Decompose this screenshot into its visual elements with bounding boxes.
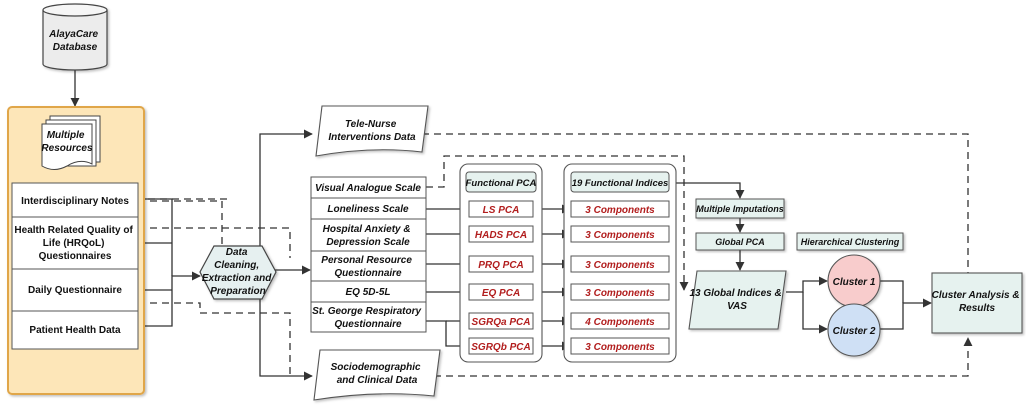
dashed-lines	[138, 133, 973, 377]
pca-box-ls	[468, 200, 534, 218]
scale-hads	[310, 218, 427, 252]
pca-label-3: EQ PCA	[482, 288, 520, 299]
global-indices-parallelogram	[688, 270, 787, 330]
pca-label-4: SGRQa PCA	[472, 317, 531, 328]
cluster-2	[827, 303, 881, 357]
scale-label-5: St. George Respiratory Questionnaire	[312, 306, 424, 330]
component-label-0: 3 Components	[585, 205, 655, 216]
source-list	[11, 182, 139, 350]
component-label-4: 4 Components	[584, 317, 655, 328]
scales-list	[310, 176, 427, 333]
source-patient-health-data	[11, 310, 139, 350]
telenurse-label: Tele-Nurse Interventions Data	[328, 119, 416, 143]
source-interdisciplinary-notes	[11, 182, 139, 218]
scale-label-0: Visual Analogue Scale	[315, 183, 421, 194]
global-indices-label: 13 Global Indices & VAS	[689, 288, 784, 312]
functional-pca-title: Functional PCA	[466, 178, 537, 189]
scale-prq	[310, 250, 427, 282]
component-box-1	[570, 225, 670, 243]
pca-label-0: LS PCA	[483, 205, 520, 216]
hierarchical-clustering-box	[796, 232, 904, 251]
component-label-3: 3 Components	[585, 288, 655, 299]
source-label-2: Daily Questionnaire	[28, 285, 122, 296]
global-pca-box	[695, 232, 785, 251]
cluster-1-label: Cluster 1	[833, 277, 876, 288]
component-box-3	[570, 283, 670, 301]
functional-pca-header	[465, 171, 537, 193]
sociodemo-label: Sociodemographic and Clinical Data	[331, 362, 424, 386]
multiple-imputations-label: Multiple Imputations	[696, 204, 784, 214]
component-box-5	[570, 337, 670, 355]
scale-label-2: Hospital Anxiety & Depression Scale	[323, 224, 414, 248]
component-box-0	[570, 200, 670, 218]
multiple-imputations-box	[695, 198, 785, 219]
component-label-5: 3 Components	[585, 342, 655, 353]
component-boxes	[570, 200, 670, 355]
scale-sgrq	[310, 301, 427, 333]
pca-box-hads	[468, 225, 534, 243]
results-label: Cluster Analysis & Results	[932, 290, 1023, 314]
functional-indices-title: 19 Functional Indices	[572, 178, 669, 189]
pca-box-prq	[468, 255, 534, 273]
scale-label-1: Loneliness Scale	[327, 204, 409, 215]
functional-indices-header	[570, 171, 670, 193]
results-box	[931, 272, 1023, 334]
component-box-4	[570, 312, 670, 330]
pca-box-sgrqa	[468, 312, 534, 330]
pca-boxes	[468, 200, 534, 355]
database-label: AlayaCare Database	[48, 29, 101, 53]
multiple-resources-label: Multiple Resources	[41, 130, 93, 154]
pca-label-1: HADS PCA	[475, 230, 527, 241]
component-label-1: 3 Components	[585, 230, 655, 241]
telenurse-document	[315, 105, 429, 157]
component-box-2	[570, 255, 670, 273]
source-label-3: Patient Health Data	[29, 325, 121, 336]
pca-box-sgrqb	[468, 337, 534, 355]
source-label-0: Interdisciplinary Notes	[21, 196, 129, 207]
component-label-2: 3 Components	[585, 260, 655, 271]
scale-label-3: Personal Resource Questionnaire	[321, 255, 414, 279]
cleaning-hexagon	[199, 245, 277, 300]
cleaning-label: Data Cleaning, Extraction and Preparatio…	[202, 247, 274, 297]
hierarchical-clustering-label: Hierarchical Clustering	[801, 237, 900, 247]
source-label-1: Health Related Quality of Life (HRQoL) Q…	[14, 225, 135, 262]
source-daily-questionnaire	[11, 268, 139, 312]
pca-box-eq	[468, 283, 534, 301]
cluster-2-label: Cluster 2	[833, 326, 876, 337]
pca-label-5: SGRQb PCA	[471, 342, 530, 353]
database	[42, 3, 108, 71]
source-hrqol-questionnaires	[11, 216, 139, 270]
global-pca-label: Global PCA	[715, 237, 765, 247]
sociodemo-document	[313, 349, 441, 401]
multiple-resources-stack	[41, 115, 101, 170]
scale-label-4: EQ 5D-5L	[345, 287, 390, 298]
pca-label-2: PRQ PCA	[478, 260, 524, 271]
